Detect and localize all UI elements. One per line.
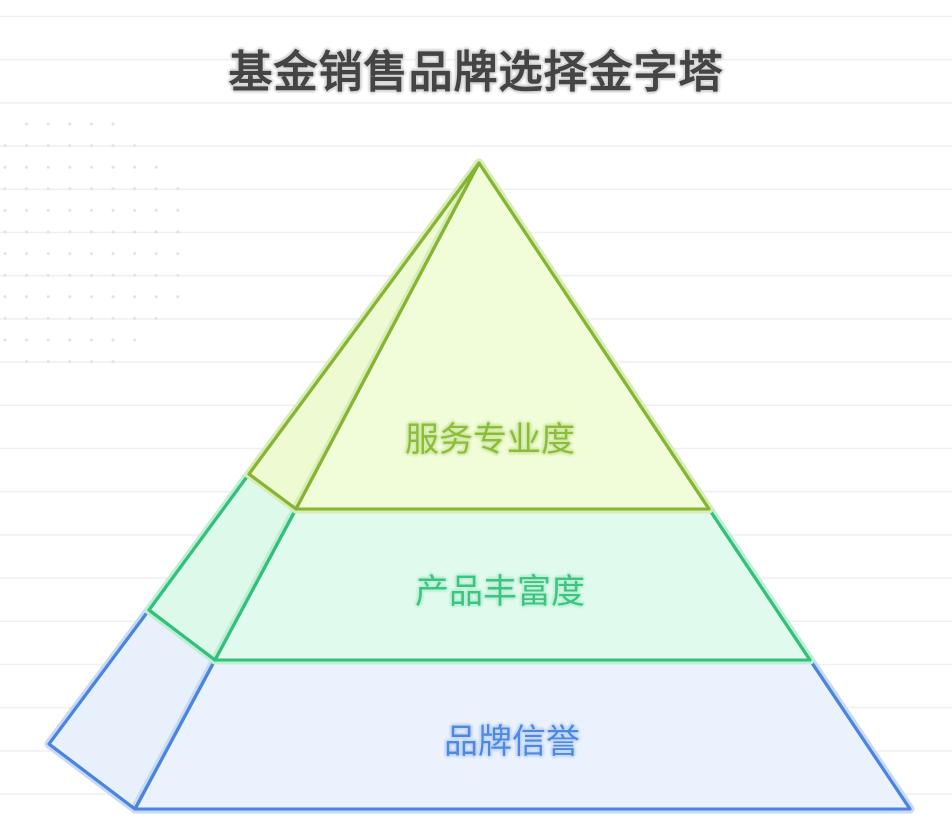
pyramid-layer-middle [144,469,815,665]
pyramid-layer-top [244,158,714,514]
background-dot-pattern [3,122,180,364]
layer-label-middle: 产品丰富度 [415,572,585,612]
pyramid-layer-bottom [44,605,915,814]
diagram-title: 基金销售品牌选择金字塔 [228,47,724,98]
layer-label-top: 服务专业度 [405,420,575,460]
layer-label-bottom: 品牌信誉 [444,722,580,762]
